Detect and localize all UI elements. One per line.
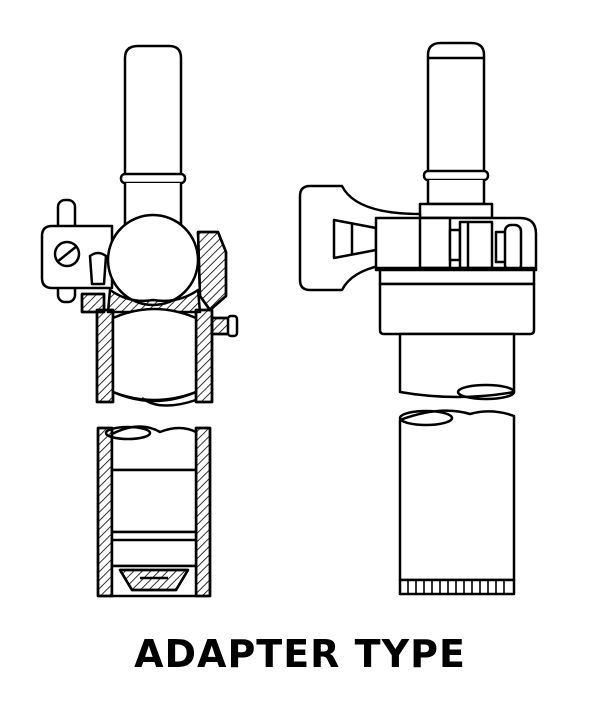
left-retaining-nut — [210, 314, 239, 338]
right-exterior-view — [298, 41, 538, 596]
left-upper-tube — [95, 307, 214, 407]
left-stem — [119, 44, 187, 227]
left-housing — [80, 230, 228, 314]
left-ball — [106, 213, 200, 307]
left-sectional-view — [40, 44, 239, 598]
left-clamp-screw — [40, 198, 114, 304]
right-clamp — [374, 216, 538, 273]
right-coupling-sleeve — [378, 268, 536, 336]
left-seal — [106, 288, 202, 314]
adapter-diagram — [40, 41, 538, 598]
left-lower-tube — [96, 425, 212, 598]
right-stem — [418, 41, 494, 220]
right-lower-tube — [398, 409, 516, 596]
right-upper-tube — [398, 332, 516, 401]
diagram-caption: ADAPTER TYPE — [134, 632, 466, 676]
